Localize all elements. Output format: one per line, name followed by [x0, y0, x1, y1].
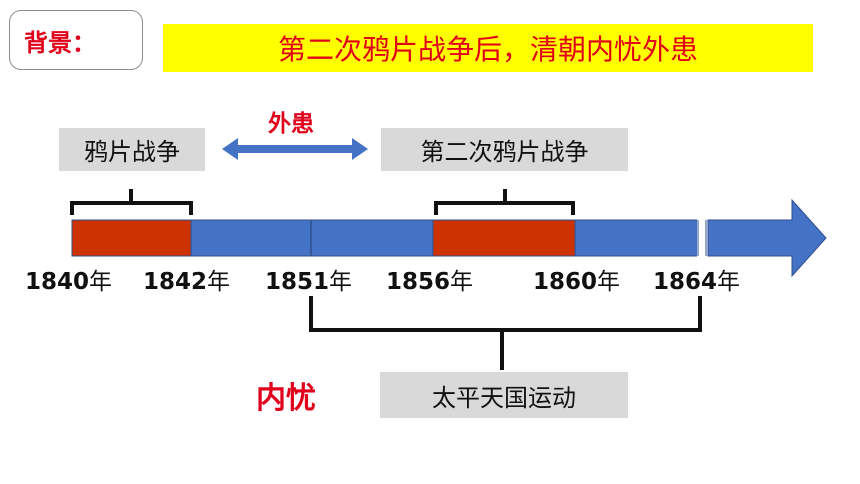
- timeline-arrow-icon: [707, 198, 827, 278]
- background-label: 背景：: [9, 10, 143, 70]
- second-opium-war-box: 第二次鸦片战争: [381, 128, 628, 171]
- external-troubles-label: 外患: [268, 111, 314, 137]
- taiping-movement-box: 太平天国运动: [380, 372, 628, 418]
- timeline-bar: [71, 198, 827, 278]
- year-label-1860: 1860年: [533, 269, 621, 295]
- year-label-1864: 1864年: [653, 269, 741, 295]
- year-label-1856: 1856年: [386, 269, 474, 295]
- war-segment-1856-1860: [432, 219, 576, 257]
- year-label-1851: 1851年: [265, 269, 353, 295]
- headline-banner: 第二次鸦片战争后，清朝内忧外患: [163, 24, 813, 72]
- double-arrow-icon: [222, 138, 368, 160]
- year-label-1840: 1840年: [25, 269, 113, 295]
- war-segment-1840-1842: [71, 219, 192, 257]
- year-label-1842: 1842年: [143, 269, 231, 295]
- timeline-break: [697, 216, 707, 260]
- opium-war-box: 鸦片战争: [59, 128, 205, 171]
- opium-war-bracket: [70, 189, 193, 215]
- internal-troubles-label: 内忧: [256, 381, 316, 416]
- taiping-bracket: [309, 296, 702, 370]
- second-opium-war-bracket: [434, 189, 575, 215]
